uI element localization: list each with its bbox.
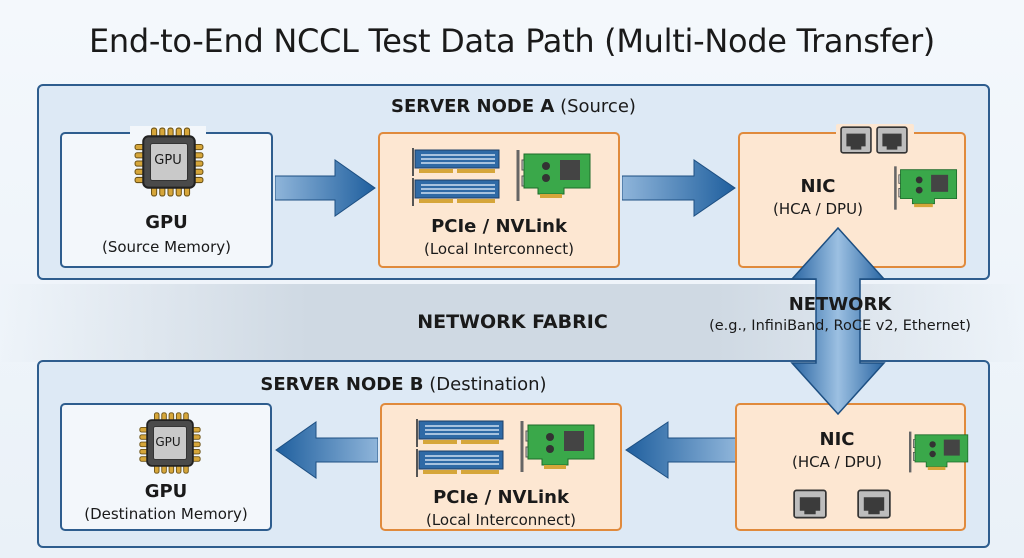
interconnect-label: PCIe / NVLink — [433, 487, 569, 508]
gpu-source-box: GPU GPU (Source Memory) — [60, 126, 273, 268]
gpu-chip-label: GPU — [154, 153, 182, 168]
node-b-title-bold: SERVER NODE B — [260, 374, 424, 395]
node-a-title-role: (Source) — [560, 96, 636, 117]
nic-card-icon — [892, 164, 960, 212]
arrow-interconnect-to-gpu — [275, 421, 378, 479]
nic-label: NIC — [800, 176, 836, 197]
gpu-label: GPU — [145, 212, 188, 233]
pcie-card-icon — [414, 449, 506, 479]
arrow-interconnect-to-nic — [622, 159, 736, 217]
interconnect-sublabel: (Local Interconnect) — [423, 240, 575, 258]
gpu-sublabel: (Source Memory) — [102, 238, 231, 256]
pcie-card-icon — [410, 178, 502, 208]
arrow-gpu-to-interconnect — [275, 159, 376, 217]
ethernet-port-icon — [857, 489, 891, 519]
ethernet-port-icon — [840, 126, 872, 154]
node-b-title: SERVER NODE B (Destination) — [0, 374, 878, 395]
network-fabric-label: NETWORK FABRIC — [417, 311, 608, 333]
pcie-card-icon — [410, 148, 502, 178]
node-b-title-role: (Destination) — [429, 374, 547, 395]
nic-label: NIC — [819, 429, 855, 450]
interconnect-sublabel: (Local Interconnect) — [425, 511, 577, 529]
gpu-chip-label: GPU — [155, 435, 181, 449]
gpu-chip-icon: GPU — [132, 411, 204, 475]
network-bidirectional-arrow — [790, 226, 886, 416]
nic-card-icon — [518, 419, 598, 474]
gpu-label: GPU — [144, 481, 188, 502]
nic-sublabel: (HCA / DPU) — [792, 453, 882, 471]
network-examples: (e.g., InfiniBand, RoCE v2, Ethernet) — [709, 318, 971, 334]
node-a-title: SERVER NODE A (Source) — [39, 96, 988, 117]
nic-card-icon — [907, 429, 971, 475]
diagram-title: End-to-End NCCL Test Data Path (Multi-No… — [89, 22, 935, 60]
gpu-destination-box: GPU GPU (Destination Memory) — [60, 403, 272, 531]
arrow-nic-to-interconnect — [625, 421, 736, 479]
ethernet-port-icon — [876, 126, 908, 154]
nic-card-icon — [514, 148, 594, 203]
interconnect-label: PCIe / NVLink — [431, 216, 567, 237]
pcie-card-icon — [414, 419, 506, 449]
node-a-title-bold: SERVER NODE A — [391, 96, 555, 117]
ethernet-port-icon — [793, 489, 827, 519]
nic-b-box: NIC (HCA / DPU) — [735, 403, 966, 531]
interconnect-a-box: PCIe / NVLink (Local Interconnect) — [378, 132, 620, 268]
interconnect-b-box: PCIe / NVLink (Local Interconnect) — [380, 403, 622, 531]
gpu-chip-icon: GPU — [130, 126, 206, 198]
gpu-sublabel: (Destination Memory) — [84, 505, 248, 523]
network-label: NETWORK — [788, 294, 892, 315]
nic-sublabel: (HCA / DPU) — [773, 200, 863, 218]
